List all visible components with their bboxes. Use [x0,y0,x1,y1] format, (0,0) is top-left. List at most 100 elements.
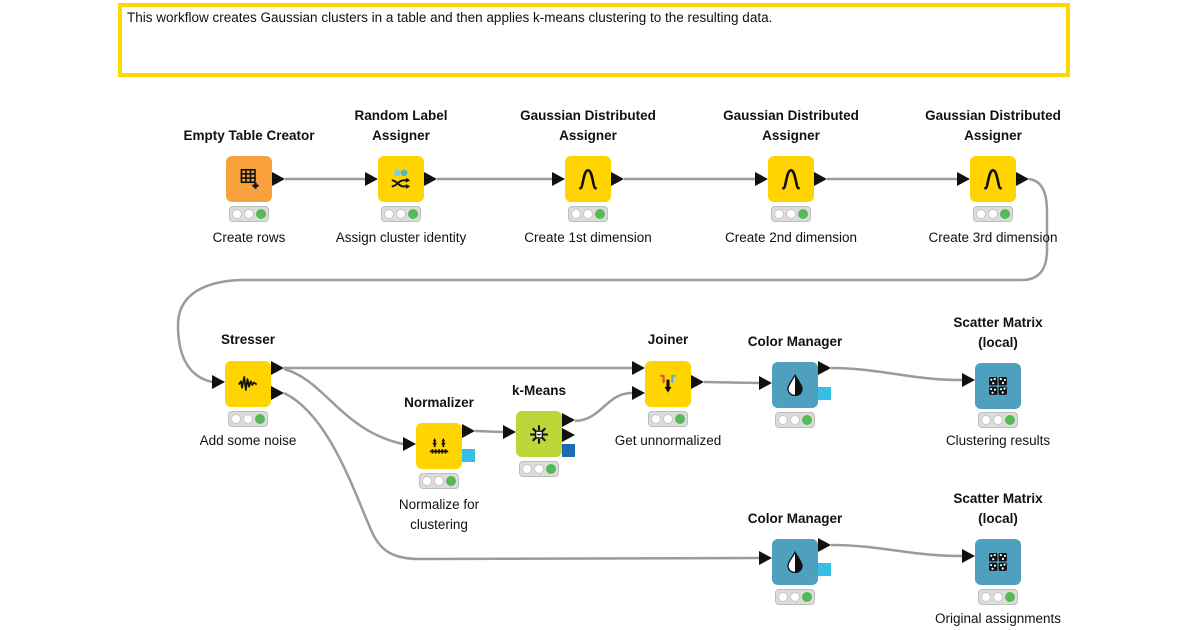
node-caption[interactable]: Original assignments [934,611,1062,626]
node-status-traffic-light [229,206,269,222]
node-gaussian-distributed-assigner-3[interactable] [970,156,1016,202]
output-port[interactable] [1016,172,1029,186]
input-port[interactable] [503,425,516,439]
node-caption[interactable]: Assign cluster identity [335,230,467,245]
model-output-port[interactable] [818,387,831,400]
status-dot [981,415,991,425]
node-caption[interactable]: Create rows [212,230,286,245]
connection-color-manager-2-to-scatter-matrix-2[interactable] [830,543,963,558]
node-joiner[interactable] [645,361,691,407]
input-port[interactable] [759,551,772,565]
cluster-burst-icon [530,425,548,444]
status-dot [790,592,800,602]
join-arrows-icon [660,374,676,393]
scatter-matrix-icon [989,377,1007,395]
connection-stresser-to-color-manager-2[interactable] [283,391,760,561]
connection-normalizer-to-kmeans[interactable] [474,429,504,434]
output-port[interactable] [562,428,575,442]
status-dot [255,414,265,424]
node-title: Normalizer [404,395,474,410]
gaussian-curve-icon [782,169,800,190]
input-port[interactable] [962,373,975,387]
status-dot [534,464,544,474]
model-output-port[interactable] [462,449,475,462]
status-dot [993,592,1003,602]
node-caption[interactable]: Normalize for clustering [398,497,480,532]
output-port[interactable] [691,375,704,389]
gaussian-curve-icon [984,169,1002,190]
node-color-manager-1[interactable] [772,362,818,408]
node-color-manager-2[interactable] [772,539,818,585]
input-port[interactable] [632,361,645,375]
input-port[interactable] [212,375,225,389]
status-dot [408,209,418,219]
status-dot [786,209,796,219]
output-port[interactable] [271,386,284,400]
node-k-means[interactable] [516,411,562,457]
input-port[interactable] [403,437,416,451]
input-port[interactable] [365,172,378,186]
node-caption[interactable]: Create 3rd dimension [928,230,1058,245]
status-dot [231,414,241,424]
status-dot [675,414,685,424]
input-port[interactable] [759,376,772,390]
output-port[interactable] [814,172,827,186]
node-gaussian-distributed-assigner-1[interactable] [565,156,611,202]
output-port[interactable] [271,361,284,375]
node-status-traffic-light [978,412,1018,428]
node-title: Gaussian Distributed Assigner [520,108,656,143]
output-port[interactable] [462,424,475,438]
connection-stresser-to-normalizer[interactable] [283,367,404,446]
connection-joiner-to-color-manager-1[interactable] [703,380,760,385]
node-gaussian-distributed-assigner-2[interactable] [768,156,814,202]
status-dot [778,415,788,425]
status-dot [778,592,788,602]
color-drop-icon [787,550,803,574]
status-dot [1000,209,1010,219]
status-dot [583,209,593,219]
status-dot [595,209,605,219]
node-caption[interactable]: Create 1st dimension [524,230,652,245]
node-caption[interactable]: Get unnormalized [614,433,722,448]
node-scatter-matrix-1[interactable] [975,363,1021,409]
node-empty-table-creator[interactable] [226,156,272,202]
input-port[interactable] [755,172,768,186]
workflow-annotation[interactable]: This workflow creates Gaussian clusters … [118,3,1070,77]
node-caption[interactable]: Clustering results [945,433,1051,448]
node-stresser[interactable] [225,361,271,407]
node-status-traffic-light [381,206,421,222]
node-scatter-matrix-2[interactable] [975,539,1021,585]
node-random-label-assigner[interactable] [378,156,424,202]
output-port[interactable] [562,413,575,427]
node-normalizer[interactable] [416,423,462,469]
output-port[interactable] [424,172,437,186]
output-port[interactable] [818,538,831,552]
status-dot [446,476,456,486]
status-dot [802,415,812,425]
model-output-port[interactable] [562,444,575,457]
node-status-traffic-light [775,589,815,605]
color-drop-icon [787,373,803,397]
status-dot [396,209,406,219]
node-caption[interactable]: Create 2nd dimension [724,230,858,245]
gaussian-curve-icon [579,169,597,190]
output-port[interactable] [818,361,831,375]
connection-kmeans-to-joiner[interactable] [574,391,633,423]
input-port[interactable] [552,172,565,186]
node-status-traffic-light [973,206,1013,222]
input-port[interactable] [962,549,975,563]
node-status-traffic-light [775,412,815,428]
connection-color-manager-1-to-scatter-matrix-1[interactable] [830,366,963,382]
status-dot [790,415,800,425]
node-status-traffic-light [419,473,459,489]
connection-gaussian-3-to-stresser[interactable] [176,177,1049,384]
node-caption[interactable]: Add some noise [199,433,297,448]
input-port[interactable] [957,172,970,186]
output-port[interactable] [611,172,624,186]
output-port[interactable] [272,172,285,186]
status-dot [243,414,253,424]
model-output-port[interactable] [818,563,831,576]
node-title: Stresser [220,332,276,347]
input-port[interactable] [632,386,645,400]
